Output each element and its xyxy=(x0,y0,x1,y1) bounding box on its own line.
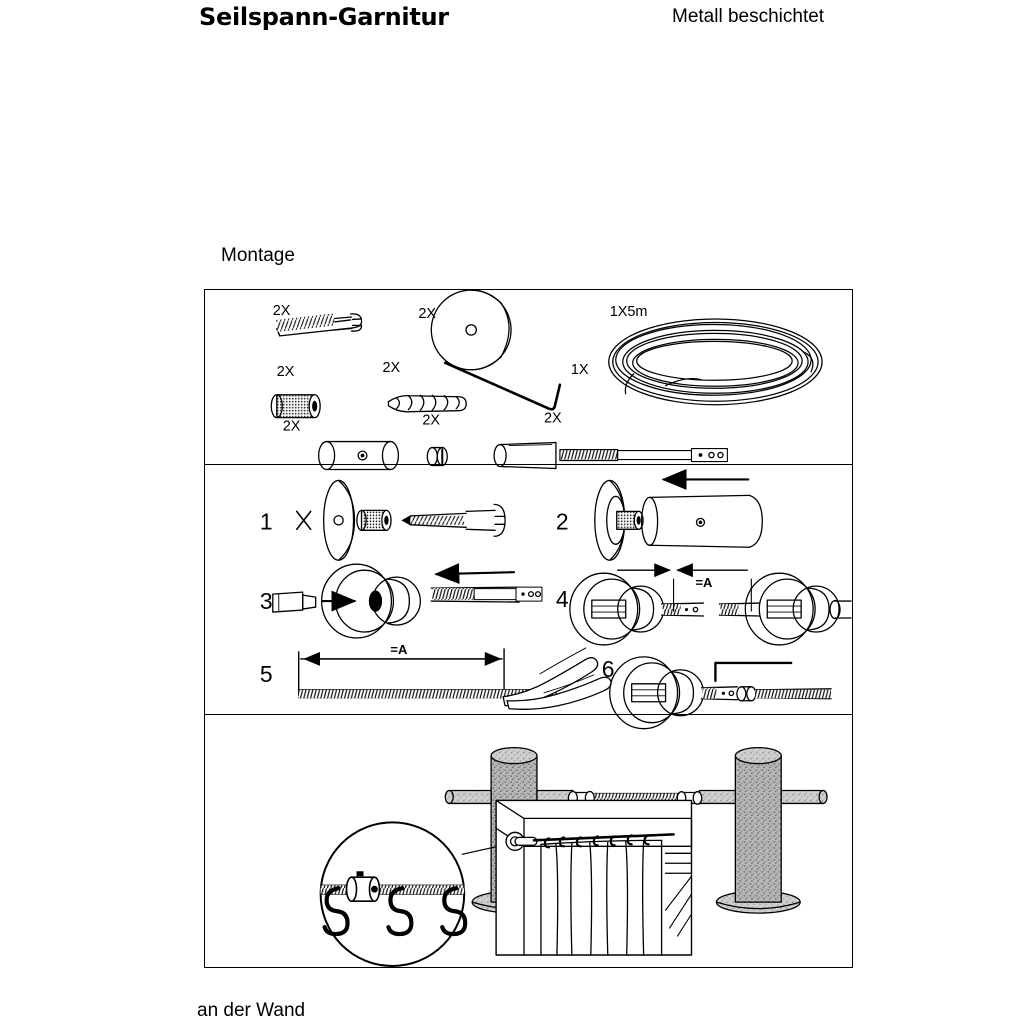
svg-text:2: 2 xyxy=(556,508,569,534)
svg-text:=A: =A xyxy=(390,642,407,657)
svg-text:2X: 2X xyxy=(277,364,295,380)
step-5-diagram: =A xyxy=(298,642,612,710)
svg-text:1: 1 xyxy=(260,508,273,534)
svg-text:2X: 2X xyxy=(382,360,400,376)
caption-montage: Montage xyxy=(221,245,295,266)
svg-text:2X: 2X xyxy=(418,306,436,322)
small-ring-icon xyxy=(426,446,448,467)
frame-divider-2 xyxy=(205,714,852,715)
step-1-diagram xyxy=(295,479,506,561)
wall-post-right xyxy=(698,746,828,914)
step-3-diagram xyxy=(272,563,543,639)
knurled-sleeve-icon xyxy=(270,394,321,419)
disc-icon xyxy=(430,290,512,371)
svg-text:6: 6 xyxy=(602,656,615,682)
step-4-diagram: =A xyxy=(569,563,852,646)
svg-text:2X: 2X xyxy=(283,419,301,435)
svg-text:1X: 1X xyxy=(571,362,589,378)
svg-text:2X: 2X xyxy=(273,303,291,319)
svg-text:5: 5 xyxy=(260,661,273,687)
installed-scene xyxy=(319,746,828,967)
tensioner-rod-icon xyxy=(493,441,728,470)
cable-coil-icon xyxy=(608,318,823,406)
diagram-frame: 2X 2X xyxy=(204,289,853,968)
step-6-diagram xyxy=(609,656,832,730)
window-curtain-scene xyxy=(495,799,693,956)
page-title: Seilspann-Garnitur xyxy=(199,3,449,31)
screw-icon xyxy=(276,313,363,337)
parts-panel: 2X 2X xyxy=(260,290,852,967)
svg-text:2X: 2X xyxy=(544,411,562,427)
page-subtitle: Metall beschichtet xyxy=(672,6,825,27)
svg-text:2X: 2X xyxy=(422,413,440,429)
svg-text:=A: =A xyxy=(695,575,712,590)
caption-an-der-wand: an der Wand xyxy=(197,1000,306,1021)
svg-text:3: 3 xyxy=(260,588,273,614)
allen-key-icon xyxy=(443,361,562,411)
detail-magnifier xyxy=(319,821,535,967)
svg-text:1X5m: 1X5m xyxy=(610,304,648,320)
wall-plug-icon xyxy=(387,394,467,413)
frame-divider-1 xyxy=(205,464,852,465)
cylinder-icon xyxy=(318,440,400,471)
step-2-diagram xyxy=(594,468,763,561)
svg-text:4: 4 xyxy=(556,586,569,612)
